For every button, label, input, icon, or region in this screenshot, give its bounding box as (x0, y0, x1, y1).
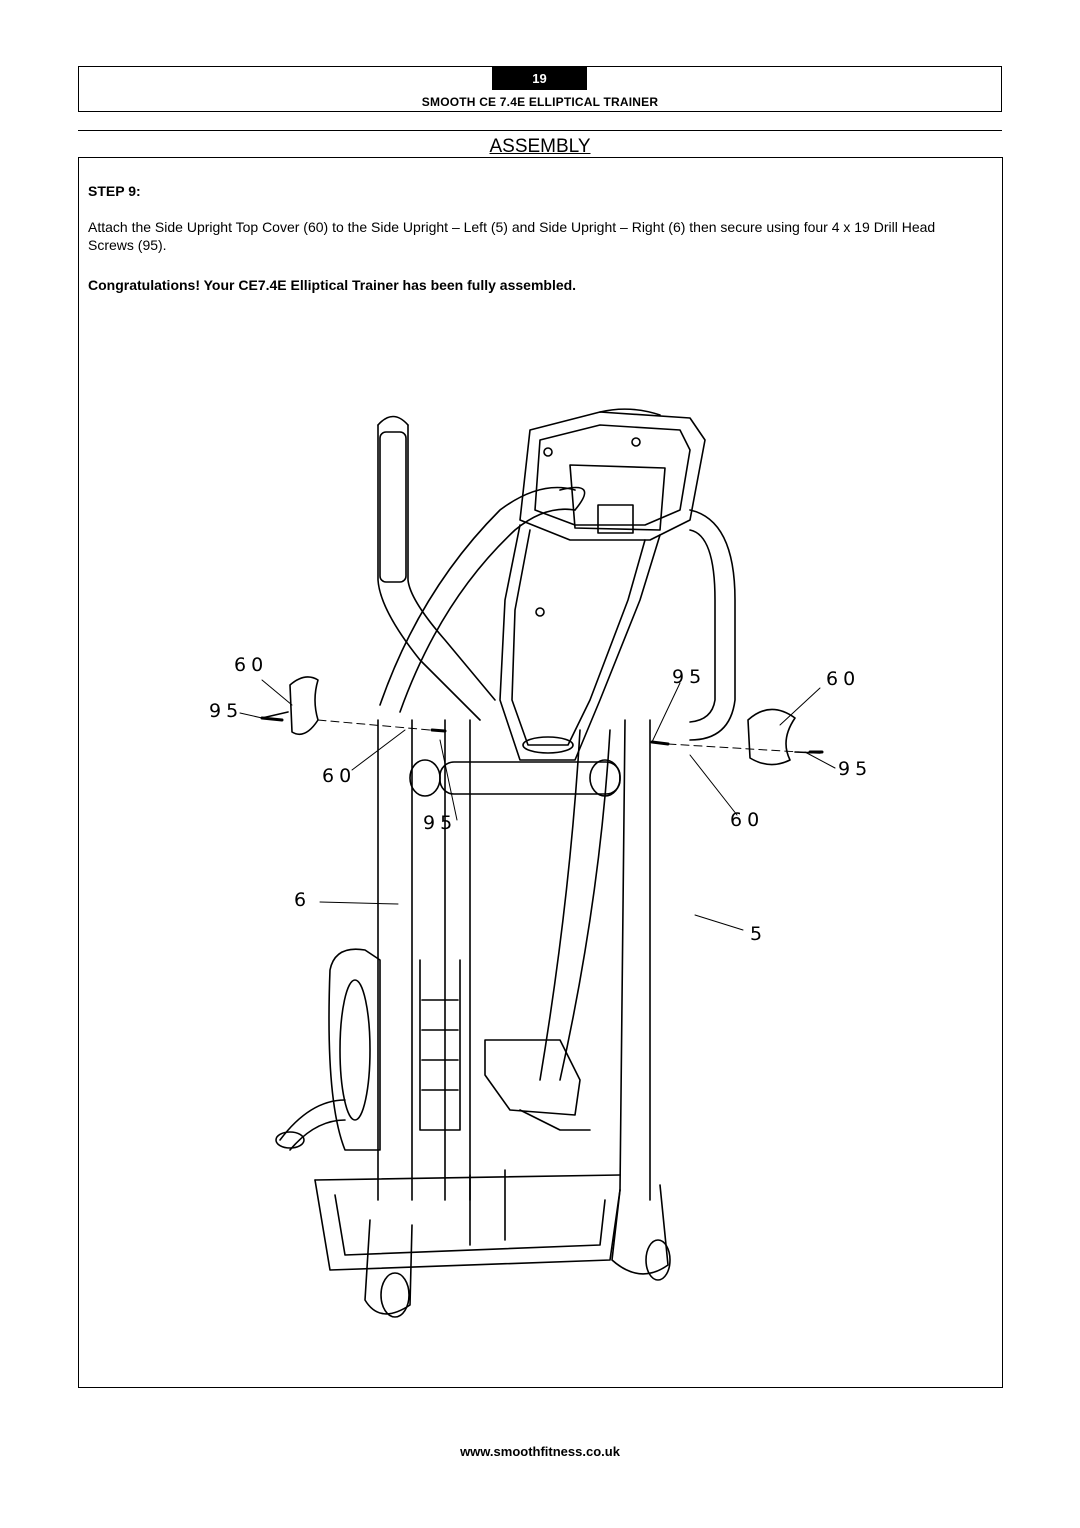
callout-6: 6 (294, 889, 312, 911)
callout-95-top-right: 95 (672, 666, 707, 688)
cover-right-illustration (747, 708, 821, 766)
content-box (78, 157, 1003, 1388)
callout-95-right: 95 (838, 758, 873, 780)
step-heading: STEP 9: (88, 183, 141, 199)
mast-illustration (499, 524, 661, 761)
section-title: ASSEMBLY (489, 136, 591, 157)
front-uprights-illustration (377, 719, 651, 1201)
crossbar-illustration (409, 759, 621, 797)
callout-5: 5 (750, 923, 768, 945)
wheels-illustration (364, 1184, 671, 1318)
callout-60-top-right: 60 (826, 668, 861, 690)
footer-website: www.smoothfitness.co.uk (460, 1444, 620, 1459)
base-frame-illustration (314, 1169, 621, 1271)
callout-60-top-left: 60 (234, 654, 269, 676)
callout-60-mid-left: 60 (322, 765, 357, 787)
console-illustration (519, 408, 706, 617)
flywheel-illustration (328, 948, 461, 1151)
stabilizer-illustration (275, 1099, 346, 1151)
upright-arms-illustration (379, 486, 736, 741)
page-number: 19 (492, 66, 587, 90)
callout-95-top-left: 95 (209, 700, 244, 722)
elliptical-trainer-illustration (239, 408, 836, 1318)
header-divider (78, 130, 1002, 131)
callout-60-right: 60 (730, 809, 765, 831)
left-handle-illustration (377, 415, 496, 721)
document-title: SMOOTH CE 7.4E ELLIPTICAL TRAINER (421, 95, 659, 109)
step-instructions: Attach the Side Upright Top Cover (60) t… (88, 219, 936, 253)
leader-lines (239, 679, 836, 931)
callout-95-mid: 95 (423, 812, 458, 834)
pedal-illustration (484, 1039, 591, 1131)
screws-illustration (260, 716, 824, 754)
cover-left-illustration (261, 676, 319, 736)
congratulations-text: Congratulations! Your CE7.4E Elliptical … (88, 277, 577, 293)
